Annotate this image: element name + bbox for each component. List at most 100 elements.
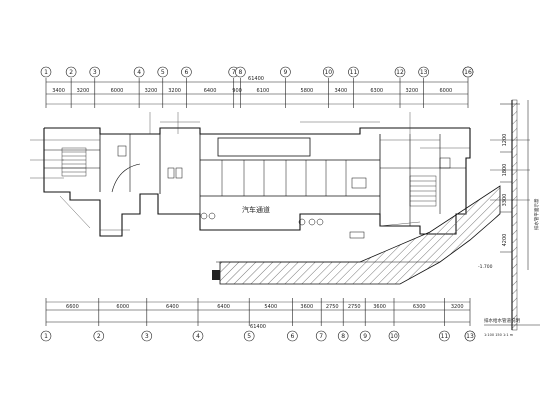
top-axis-bubble bbox=[348, 66, 359, 78]
side-note: 排水管平面示意 bbox=[533, 198, 540, 230]
top-axis-bubble bbox=[181, 66, 192, 78]
elevation-label: -1.700 bbox=[478, 264, 493, 270]
bottom-dimension-segment-label: 6000 bbox=[116, 304, 129, 310]
bottom-dimension-segment-label: 2750 bbox=[348, 304, 361, 310]
bottom-dimension-segment-label: 3600 bbox=[373, 304, 386, 310]
bottom-dimension-segment-label: 6400 bbox=[166, 304, 179, 310]
bottom-axis-number: 6 bbox=[290, 333, 294, 340]
top-axis-bubble bbox=[462, 66, 474, 78]
bottom-axis-number: 4 bbox=[196, 333, 200, 340]
top-dimension-segment-label: 3400 bbox=[335, 88, 348, 94]
bottom-axis-number: 2 bbox=[97, 333, 101, 340]
bottom-dimension-chain: 61400 6600 6000 6400 6400 5400 3600 2750 2750 36… bbox=[45, 298, 471, 330]
bottom-dimension-segment-label: 3200 bbox=[451, 304, 464, 310]
top-dimension-segment-label: 3200 bbox=[168, 88, 181, 94]
bottom-dimension-segment-label: 2750 bbox=[326, 304, 339, 310]
top-axis-number: 2 bbox=[69, 69, 73, 76]
bottom-axis-bubble bbox=[243, 330, 255, 342]
bottom-axis-bubble bbox=[439, 330, 450, 342]
bottom-axis-number: 8 bbox=[341, 333, 345, 340]
top-dimension-segment-label: 6100 bbox=[257, 88, 270, 94]
bottom-axis-number: 1 bbox=[44, 333, 48, 340]
bottom-axis-bubble bbox=[337, 330, 349, 342]
top-dimension-segment-label: 3200 bbox=[145, 88, 158, 94]
hatched-ramp bbox=[212, 185, 501, 285]
top-axis-number: 6 bbox=[185, 69, 189, 76]
side-dimension-label: 1200 bbox=[502, 134, 508, 147]
top-axis-number: 11 bbox=[350, 69, 358, 76]
bottom-axis-bubble bbox=[141, 330, 153, 342]
bottom-axis-number: 13 bbox=[466, 333, 474, 340]
top-axis-bubble bbox=[394, 66, 406, 78]
top-axis-number: 7 bbox=[232, 69, 236, 76]
bottom-dimension-segment-label: 6600 bbox=[66, 304, 79, 310]
bottom-axis-bubble bbox=[40, 330, 52, 342]
top-dimension-segment-label: 3200 bbox=[77, 88, 90, 94]
bottom-dimension-segment-label: 3600 bbox=[300, 304, 313, 310]
ramp-curve bbox=[111, 163, 141, 193]
bottom-axis-number: 9 bbox=[363, 333, 367, 340]
north-wall bbox=[44, 127, 470, 135]
legend-title: 排水给水管道说明 bbox=[484, 317, 520, 324]
bottom-axis-number: 5 bbox=[247, 333, 251, 340]
top-axis-number: 4 bbox=[137, 69, 141, 76]
pipe-lines bbox=[30, 112, 470, 231]
top-dimension-segment-label: 3200 bbox=[405, 88, 418, 94]
top-dimension-chain: 61400 3400 3200 6000 3200 3200 6400 900 6100 580… bbox=[45, 76, 469, 108]
top-axis-number: 10 bbox=[324, 69, 332, 76]
top-axis-number: 5 bbox=[161, 69, 165, 76]
side-dimension-label: 4200 bbox=[502, 234, 508, 247]
bottom-axis-bubble bbox=[93, 330, 105, 342]
side-dimension-label: 1800 bbox=[502, 164, 508, 177]
legend-note: 排水给水管道说明 1:100 150 1:1 m bbox=[484, 317, 540, 337]
top-axis-number: 16 bbox=[464, 69, 472, 76]
top-axis-bubble bbox=[418, 66, 429, 78]
bottom-axis-number: 7 bbox=[319, 333, 323, 340]
top-axis-bubble bbox=[133, 66, 145, 78]
side-section bbox=[490, 99, 530, 331]
bottom-axis-bubble bbox=[359, 330, 371, 342]
top-dimension-segment-label: 6000 bbox=[111, 88, 124, 94]
building-plan bbox=[30, 112, 471, 239]
bottom-axis-bubble bbox=[464, 330, 476, 342]
top-dimension-segment-label: 5800 bbox=[301, 88, 314, 94]
top-axis-number: 13 bbox=[420, 69, 428, 76]
top-total-dimension: 61400 bbox=[248, 76, 264, 82]
top-axis-bubbles: 12345678910111213141516 bbox=[40, 66, 474, 78]
side-dimensions: 1200 1800 3300 4200 bbox=[500, 134, 512, 253]
bottom-dimension-segment-label: 5400 bbox=[264, 304, 277, 310]
bottom-dimension-segment-label: 6400 bbox=[217, 304, 230, 310]
bottom-axis-number: 3 bbox=[145, 333, 149, 340]
legend-subtitle: 1:100 150 1:1 m bbox=[484, 333, 514, 337]
bottom-axis-bubble bbox=[192, 330, 204, 342]
top-axis-bubble bbox=[89, 66, 101, 78]
top-axis-bubble bbox=[157, 66, 169, 78]
top-dimension-segment-label: 6300 bbox=[370, 88, 383, 94]
bottom-total-dimension: 61400 bbox=[250, 324, 266, 330]
top-axis-bubble bbox=[40, 66, 52, 78]
top-axis-number: 8 bbox=[238, 69, 242, 76]
bottom-axis-bubble bbox=[388, 330, 400, 342]
top-dimension-segment-label: 6400 bbox=[204, 88, 217, 94]
top-dimension-segment-label: 900 bbox=[232, 88, 242, 94]
bottom-axis-number: 10 bbox=[390, 333, 398, 340]
top-axis-bubble bbox=[235, 66, 246, 78]
fixtures bbox=[117, 145, 451, 239]
side-dimension-label: 3300 bbox=[502, 194, 508, 207]
top-axis-number: 12 bbox=[396, 69, 404, 76]
stair-right bbox=[409, 175, 437, 207]
bottom-axis-bubble bbox=[287, 330, 298, 342]
corridor-label: 汽车通道 bbox=[242, 205, 270, 214]
outer-wall bbox=[43, 128, 471, 237]
top-axis-bubble bbox=[65, 66, 77, 78]
top-axis-number: 1 bbox=[44, 69, 48, 76]
top-axis-bubble bbox=[280, 66, 291, 78]
bottom-axis-number: 11 bbox=[441, 333, 449, 340]
top-dimension-segment-label: 6000 bbox=[439, 88, 452, 94]
top-axis-number: 9 bbox=[284, 69, 288, 76]
bottom-axis-bubble bbox=[315, 330, 327, 342]
top-axis-bubble bbox=[323, 66, 334, 78]
stair-left bbox=[61, 147, 87, 177]
